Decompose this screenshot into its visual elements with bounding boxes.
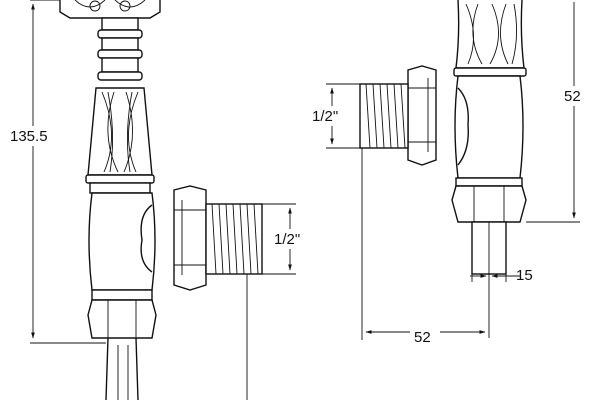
left-valve-thread — [205, 203, 263, 275]
right-thread-dimension: 1/2" — [310, 83, 360, 149]
right-height-dimension: 52 — [526, 2, 590, 223]
left-valve-tail — [105, 337, 139, 400]
right-valve-tail — [471, 221, 507, 338]
left-valve-lower-nut — [87, 289, 157, 339]
left-valve-collar — [85, 174, 155, 194]
right-valve-thread — [359, 83, 409, 149]
left-overall-height-label: 135.5 — [10, 128, 48, 145]
left-valve-head-cap — [59, 0, 161, 19]
right-valve-view: 52 1/2" 52 15 — [310, 0, 590, 348]
left-thread-label: 1/2" — [274, 231, 300, 248]
right-valve-lower-nut — [451, 177, 527, 223]
left-valve-body — [88, 192, 156, 291]
left-valve-view: 135.5 1/2" — [6, 0, 306, 400]
right-tail-diameter-label: 15 — [516, 267, 533, 284]
right-valve-side-nut — [407, 65, 437, 166]
left-valve-stem — [97, 17, 143, 81]
right-valve-collar — [453, 67, 527, 77]
left-overall-height-dimension: 135.5 — [6, 0, 106, 344]
right-thread-label: 1/2" — [312, 108, 338, 125]
right-valve-handle — [455, 0, 525, 69]
right-tail-diameter-dimension: 15 — [470, 267, 533, 284]
right-offset-label: 52 — [414, 329, 431, 346]
left-thread-dimension: 1/2" — [262, 203, 306, 275]
left-valve-side-nut — [173, 185, 207, 291]
right-valve-body — [454, 75, 524, 179]
right-height-label: 52 — [564, 88, 581, 105]
right-offset-dimension: 52 — [361, 148, 486, 348]
left-valve-handle — [87, 87, 153, 176]
